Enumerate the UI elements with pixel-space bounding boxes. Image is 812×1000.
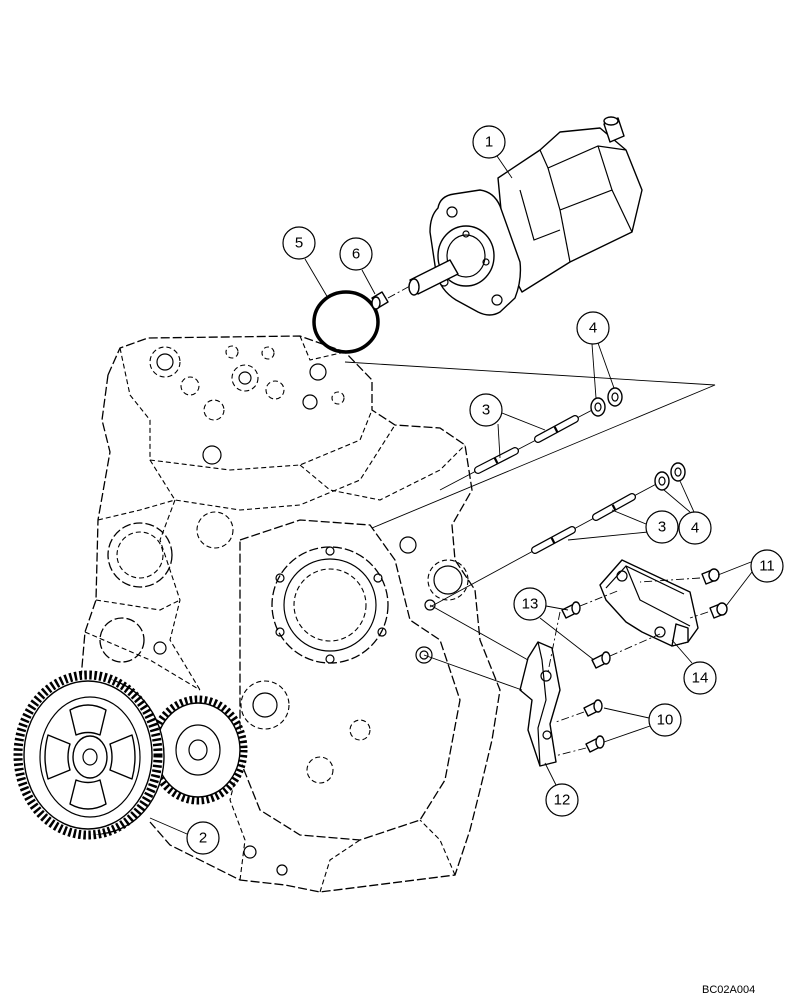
screw-centerline xyxy=(555,711,585,723)
svg-text:4: 4 xyxy=(691,520,699,537)
o-ring-inner-edge xyxy=(317,295,375,349)
screw-centerline xyxy=(579,589,621,607)
fuel-injection-pump xyxy=(408,116,643,316)
callout-6: 6 xyxy=(339,237,373,271)
o-ring xyxy=(312,290,380,354)
svg-text:14: 14 xyxy=(692,670,709,687)
bolt-centerline xyxy=(689,611,709,619)
screws-10 xyxy=(583,699,605,753)
mounting-reference-lines xyxy=(344,361,716,529)
callout-13: 13 xyxy=(513,587,547,621)
svg-text:5: 5 xyxy=(295,235,303,252)
svg-text:11: 11 xyxy=(759,558,775,575)
screw-centerline xyxy=(554,747,587,757)
svg-text:6: 6 xyxy=(352,246,360,263)
callout-3-lower: 3 xyxy=(645,510,679,544)
svg-text:2: 2 xyxy=(199,830,207,847)
nut-set-upper xyxy=(590,387,623,417)
callout-14: 14 xyxy=(683,661,717,695)
leader-lines xyxy=(149,155,753,835)
callout-4-upper: 4 xyxy=(576,311,610,345)
lever-reference-line xyxy=(429,604,529,661)
svg-text:10: 10 xyxy=(657,712,674,729)
stud-set-upper xyxy=(439,406,599,491)
svg-text:1: 1 xyxy=(485,134,493,151)
callout-12: 12 xyxy=(545,783,579,817)
callout-5: 5 xyxy=(282,226,316,260)
svg-text:3: 3 xyxy=(658,519,666,536)
callout-3-upper: 3 xyxy=(469,393,503,427)
callout-4-lower: 4 xyxy=(678,511,712,545)
screw-centerline xyxy=(609,633,661,657)
callout-2: 2 xyxy=(186,821,220,855)
screws-13 xyxy=(561,601,611,669)
bolt-centerline xyxy=(639,577,701,583)
fitting xyxy=(371,291,389,310)
lever xyxy=(519,641,561,767)
shaft-centerline xyxy=(387,285,411,299)
bolts-11 xyxy=(701,568,728,619)
idler-gear xyxy=(148,695,248,805)
svg-text:13: 13 xyxy=(522,596,539,613)
svg-text:12: 12 xyxy=(554,792,571,809)
callout-1: 1 xyxy=(472,125,506,159)
camshaft-gear xyxy=(13,670,165,840)
stud-set-lower xyxy=(429,480,663,608)
nut-set-lower xyxy=(654,462,686,491)
front-cover xyxy=(239,519,469,876)
callout-11: 11 xyxy=(750,549,784,583)
screw-centerline xyxy=(547,611,561,673)
bracket xyxy=(599,559,699,647)
callout-10: 10 xyxy=(648,703,682,737)
reference-code: BC02A004 xyxy=(702,984,755,996)
lever-reference-line xyxy=(423,654,523,691)
svg-text:3: 3 xyxy=(482,402,490,419)
svg-text:4: 4 xyxy=(589,320,597,337)
